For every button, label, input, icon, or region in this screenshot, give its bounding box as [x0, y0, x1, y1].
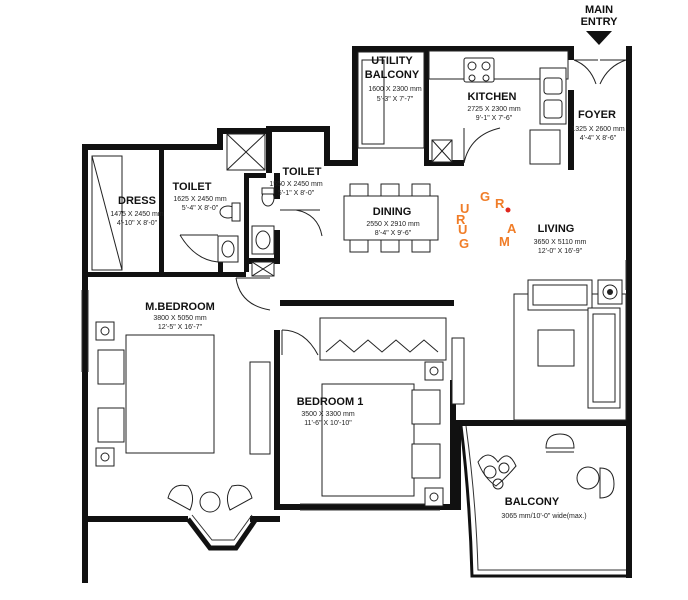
- toilet2-name: TOILET: [283, 166, 322, 178]
- mbed-dim-ft: 12'-5" X 16'-7": [158, 324, 203, 331]
- toilet1-name: TOILET: [173, 181, 212, 193]
- bed1-name: BEDROOM 1: [297, 396, 364, 408]
- label-master-bedroom: M.BEDROOM 3800 X 5050 mm 12'-5" X 16'-7": [145, 301, 215, 331]
- label-kitchen: KITCHEN 2725 X 2300 mm 9'-1" X 7'-6": [467, 91, 520, 122]
- brand-watermark: U G R A M G U R: [456, 189, 517, 251]
- mbed-name: M.BEDROOM: [145, 301, 215, 313]
- brand-letter-u: U: [460, 201, 469, 216]
- bay-window: [186, 514, 259, 551]
- label-living: LIVING 3650 X 5110 mm 12'-0" X 16'-9": [534, 223, 587, 255]
- bedroom1-bed: [319, 317, 465, 507]
- living-name: LIVING: [538, 223, 575, 235]
- label-dress: DRESS 1475 X 2450 mm 4'-10" X 8'-0": [110, 195, 163, 227]
- kitchen-dim-ft: 9'-1" X 7'-6": [476, 115, 513, 122]
- brand-letter-u2: U: [458, 222, 467, 237]
- brand-letter-g: G: [480, 189, 490, 204]
- shaft: [226, 133, 266, 171]
- foyer-name: FOYER: [578, 109, 616, 121]
- label-bedroom-1: BEDROOM 1 3500 X 3300 mm 11'-6" X 10'-10…: [297, 396, 364, 427]
- main-entry-marker: MAIN ENTRY: [581, 4, 619, 45]
- foyer-dim-ft: 4'-4" X 8'-6": [580, 135, 617, 142]
- main-entry-label-line2: ENTRY: [581, 16, 619, 28]
- toilet1-dim-ft: 5'-4" X 8'-0": [182, 205, 219, 212]
- living-dim-ft: 12'-0" X 16'-9": [538, 248, 583, 255]
- dining-name: DINING: [373, 206, 412, 218]
- dress-dim-mm: 1475 X 2450 mm: [110, 211, 163, 218]
- mbed-dim-mm: 3800 X 5050 mm: [153, 315, 206, 322]
- utility-dim-mm: 1600 X 2300 mm: [368, 86, 421, 93]
- label-balcony: BALCONY 3065 mm/10'-0" wide(max.): [501, 496, 586, 520]
- balcony-edge: [459, 425, 632, 578]
- dining-dim-mm: 2550 X 2910 mm: [366, 221, 419, 228]
- dress-dim-ft: 4'-10" X 8'-0": [117, 220, 158, 227]
- dining-table: [343, 183, 439, 253]
- brand-letter-m: M: [499, 234, 510, 249]
- kitchen-name: KITCHEN: [468, 91, 517, 103]
- kitchen-dim-mm: 2725 X 2300 mm: [467, 106, 520, 113]
- brand-dot-icon: [505, 207, 511, 213]
- toilet2-dim-mm: 1550 X 2450 mm: [269, 181, 322, 188]
- brand-letter-r: R: [495, 196, 505, 211]
- balcony-name: BALCONY: [505, 496, 560, 508]
- main-entry-label-line1: MAIN: [585, 4, 613, 16]
- bed1-dim-mm: 3500 X 3300 mm: [301, 411, 354, 418]
- balcony-dim: 3065 mm/10'-0" wide(max.): [501, 513, 586, 520]
- living-sofa-set: [513, 279, 627, 421]
- dining-dim-ft: 8'-4" X 9'-6": [375, 230, 412, 237]
- utility-dim-ft: 5'-3" X 7'-7": [377, 96, 414, 103]
- label-dining: DINING 2550 X 2910 mm 8'-4" X 9'-6": [366, 206, 419, 237]
- entry-arrow-icon: [586, 31, 612, 45]
- brand-letter-a: A: [507, 221, 517, 236]
- balcony-furniture: [477, 433, 615, 499]
- toilet2-dim-ft: 5'-1" X 8'-0": [278, 190, 315, 197]
- label-foyer: FOYER 1325 X 2600 mm 4'-4" X 8'-6": [571, 109, 624, 142]
- living-dim-mm: 3650 X 5110 mm: [534, 239, 587, 246]
- label-toilet-1: TOILET 1625 X 2450 mm 5'-4" X 8'-0": [173, 181, 227, 212]
- utility-fixture: [357, 51, 425, 149]
- utility-name-line1: UTILITY: [371, 55, 413, 67]
- bed1-dim-ft: 11'-6" X 10'-10": [304, 420, 352, 427]
- brand-letter-g2: G: [459, 236, 469, 251]
- toilet-fixtures: [217, 187, 275, 277]
- brand-letter-r2: R: [456, 212, 466, 227]
- utility-name-line2: BALCONY: [365, 69, 420, 81]
- foyer-dim-mm: 1325 X 2600 mm: [571, 126, 624, 133]
- dress-name: DRESS: [118, 195, 156, 207]
- kitchen-fixtures: [428, 50, 569, 165]
- label-toilet-2: TOILET 1550 X 2450 mm 5'-1" X 8'-0": [269, 166, 322, 197]
- dress-cabinet: [91, 155, 123, 271]
- walls: [82, 46, 632, 583]
- toilet1-dim-mm: 1625 X 2450 mm: [173, 196, 226, 203]
- label-utility: UTILITY BALCONY 1600 X 2300 mm 5'-3" X 7…: [365, 55, 422, 103]
- master-bed: [95, 321, 271, 513]
